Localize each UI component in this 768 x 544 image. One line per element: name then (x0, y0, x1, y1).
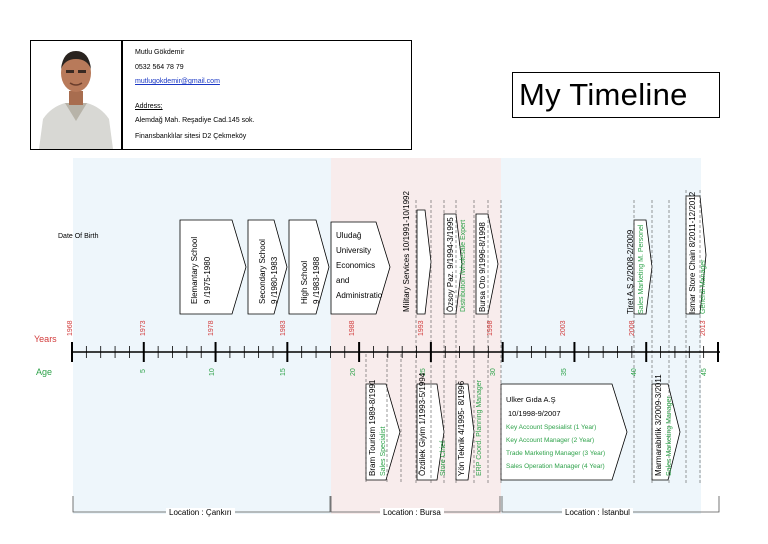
ulker-arrow (500, 383, 628, 481)
tiret-label: Tiret A.Ş 2/2008-2/2009 (626, 229, 635, 314)
location-istanbul: Location : İstanbul (562, 508, 633, 517)
marmara-label: Marmarabirlik 3/2009-3/2011 (654, 374, 663, 476)
university-line: Administratio (336, 291, 383, 300)
tiret-arrow (633, 219, 653, 315)
contact-card: Mutlu Gökdemir 0532 564 78 79 mutlugokde… (122, 40, 412, 150)
ozdilek-label: Özdilek Giyim 1/1993-5/1994 (418, 372, 427, 476)
age-tick-label: 40 (631, 368, 638, 376)
date-of-birth-label: Date Of Birth (58, 233, 99, 240)
university-line: University (336, 246, 372, 255)
year-label: 1983 (280, 320, 287, 336)
yon-label: Yön Teknik 4/1995- 8/1996 (457, 380, 466, 476)
address-line1: Alemdağ Mah. Reşadiye Cad.145 sok. (135, 117, 255, 124)
profile-photo (30, 40, 122, 150)
ismar-arrow (685, 195, 707, 315)
year-label: 2003 (560, 320, 567, 336)
age-tick-label: 45 (701, 368, 708, 376)
ulker-role: Sales Operation Manager (4 Year) (506, 463, 605, 470)
high-school-period: 9 /1983-1988 (312, 256, 321, 304)
ozdilek-role: Store Chief (440, 440, 447, 476)
age-tick-label: 30 (490, 368, 497, 376)
age-tick-label: 10 (209, 368, 216, 376)
age-tick-label: 15 (280, 368, 287, 376)
year-label: 1998 (487, 320, 494, 336)
age-tick-label: 20 (350, 368, 357, 376)
bram-label: Bram Tourism 1989-8/1991 (368, 379, 377, 476)
military-label: Military Services 10/1991-10/1992 (402, 191, 411, 312)
year-label: 1973 (140, 320, 147, 336)
military-arrow (416, 209, 432, 315)
contact-email-link[interactable]: mutlugokdemir@gmail.com (135, 78, 220, 85)
address-label: Address; (135, 103, 163, 110)
ulker-company: Ulker Gıda A.Ş (506, 395, 556, 404)
year-label: 2013 (700, 320, 707, 336)
year-label: 1968 (67, 320, 74, 336)
university-line: and (336, 276, 350, 285)
contact-name: Mutlu Gökdemir (135, 49, 185, 56)
ulker-period: 10/1998-9/2007 (508, 409, 561, 418)
secondary-arrow (247, 219, 288, 315)
secondary-period: 9 /1980-1983 (270, 256, 279, 304)
ozsoy-role: Distribution /wholesale Expert (460, 219, 467, 312)
bursa-oto-label: Bursa Oto 9/1996-8/1998 (478, 222, 487, 312)
age-tick-label: 35 (561, 368, 568, 376)
tiret-role: Sales Marketing M. Personel (638, 224, 645, 314)
person-icon (31, 41, 121, 149)
location-bursa: Location : Bursa (380, 508, 444, 517)
high-school-arrow (288, 219, 330, 315)
axis-ticks (71, 342, 719, 362)
age-label: Age (36, 367, 53, 377)
marmara-role: Sales Marketing Manager (666, 396, 673, 476)
page-title-box: My Timeline (512, 72, 720, 118)
contact-phone: 0532 564 78 79 (135, 64, 184, 71)
age-tick-label: 5 (140, 369, 147, 373)
year-label: 2008 (629, 320, 636, 336)
ozdilek-arrow (416, 383, 445, 481)
years-label: Years (34, 334, 57, 344)
secondary-title: Secondary School (258, 239, 267, 304)
university-line: Uludağ (336, 231, 362, 240)
yon-role: ERP Coord. Planning Manager (476, 380, 483, 476)
yon-arrow (455, 383, 475, 481)
ulker-role: Key Account Spesialist (1 Year) (506, 424, 597, 431)
university-arrow (330, 221, 391, 315)
location-cankiri: Location : Çankırı (166, 508, 235, 517)
ismar-role: General Manager (700, 259, 707, 314)
elementary-title: Elemantary School (190, 236, 199, 304)
year-label: 1988 (349, 320, 356, 336)
address-line2: Finansbanklılar sitesi D2 Çekmeköy (135, 133, 247, 140)
bursa-oto-arrow (475, 213, 499, 315)
elementary-arrow (179, 219, 247, 315)
ulker-role: Key Account Manager (2 Year) (506, 437, 595, 444)
marmara-arrow (651, 383, 681, 481)
university-line: Economics (336, 261, 376, 270)
page-title: My Timeline (519, 77, 688, 112)
ulker-role: Trade Marketing Manager (3 Year) (506, 450, 606, 457)
bram-role: Sales Specialist (380, 426, 387, 476)
ismar-label: Ismar Store Chain 8/2011-12/2012 (688, 191, 697, 314)
ozsoy-label: Özsoy Paz. 9/1994-3/1995 (446, 217, 455, 312)
elementary-period: 9 /1975-1980 (203, 256, 212, 304)
year-label: 1993 (418, 320, 425, 336)
high-school-title: High School (300, 260, 309, 304)
year-label: 1978 (208, 320, 215, 336)
cankiri-zone (73, 158, 331, 514)
